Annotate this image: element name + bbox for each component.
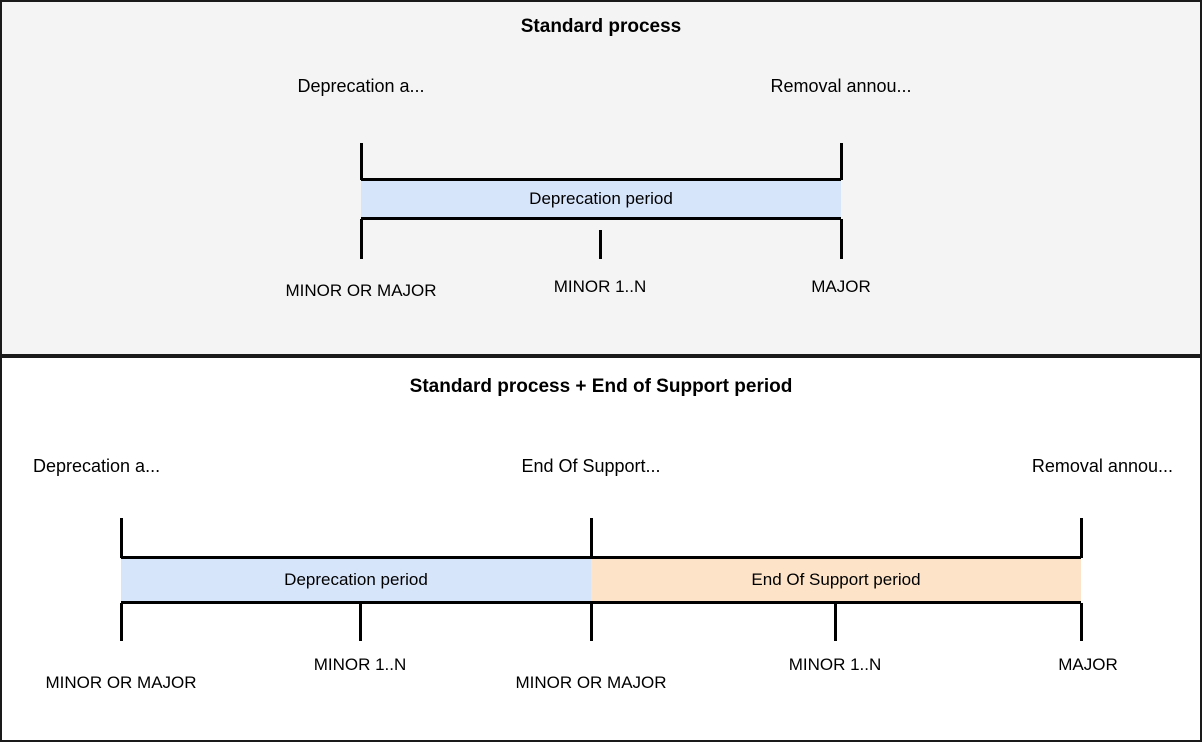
panel-standard-process-title: Standard process [520,16,682,37]
tick-bottom-minor2-lower [834,603,837,641]
tick-top-end-upper [840,143,843,180]
event-label-deprecation-announced-top: Deprecation a... [297,76,425,96]
version-label-top-minor-or-major: MINOR OR MAJOR [285,281,437,300]
segment-end-of-support-period-bottom: End Of Support period [591,556,1081,604]
version-label-top-major: MAJOR [811,277,871,296]
panel-standard-plus-eos-title: Standard process + End of Support period [409,376,793,397]
tick-bottom-middle-lower [590,603,593,641]
version-label-bottom-minor-or-major-1: MINOR OR MAJOR [45,673,197,692]
event-label-end-of-support-bottom: End Of Support... [521,456,661,476]
segment-deprecation-period-bottom: Deprecation period [121,556,591,604]
tick-bottom-start-lower [120,603,123,641]
version-label-bottom-minor-1n-2: MINOR 1..N [788,655,882,674]
event-label-deprecation-announced-bottom: Deprecation a... [33,456,161,476]
event-label-removal-announced-top: Removal annou... [770,76,912,96]
tick-bottom-end-upper [1080,518,1083,558]
tick-top-middle-lower [599,230,602,259]
panel-standard-plus-eos [0,356,1202,742]
version-label-bottom-minor-or-major-2: MINOR OR MAJOR [515,673,667,692]
version-label-bottom-major: MAJOR [1058,655,1118,674]
tick-bottom-end-lower [1080,603,1083,641]
event-label-removal-announced-bottom: Removal annou... [1031,456,1173,476]
version-label-top-minor-1n: MINOR 1..N [553,277,647,296]
tick-top-end-lower [840,219,843,259]
tick-top-start-upper [360,143,363,180]
tick-bottom-middle-upper [590,518,593,558]
tick-top-start-lower [360,219,363,259]
tick-bottom-start-upper [120,518,123,558]
segment-deprecation-period-top: Deprecation period [361,178,841,220]
version-label-bottom-minor-1n-1: MINOR 1..N [313,655,407,674]
tick-bottom-minor1-lower [359,603,362,641]
